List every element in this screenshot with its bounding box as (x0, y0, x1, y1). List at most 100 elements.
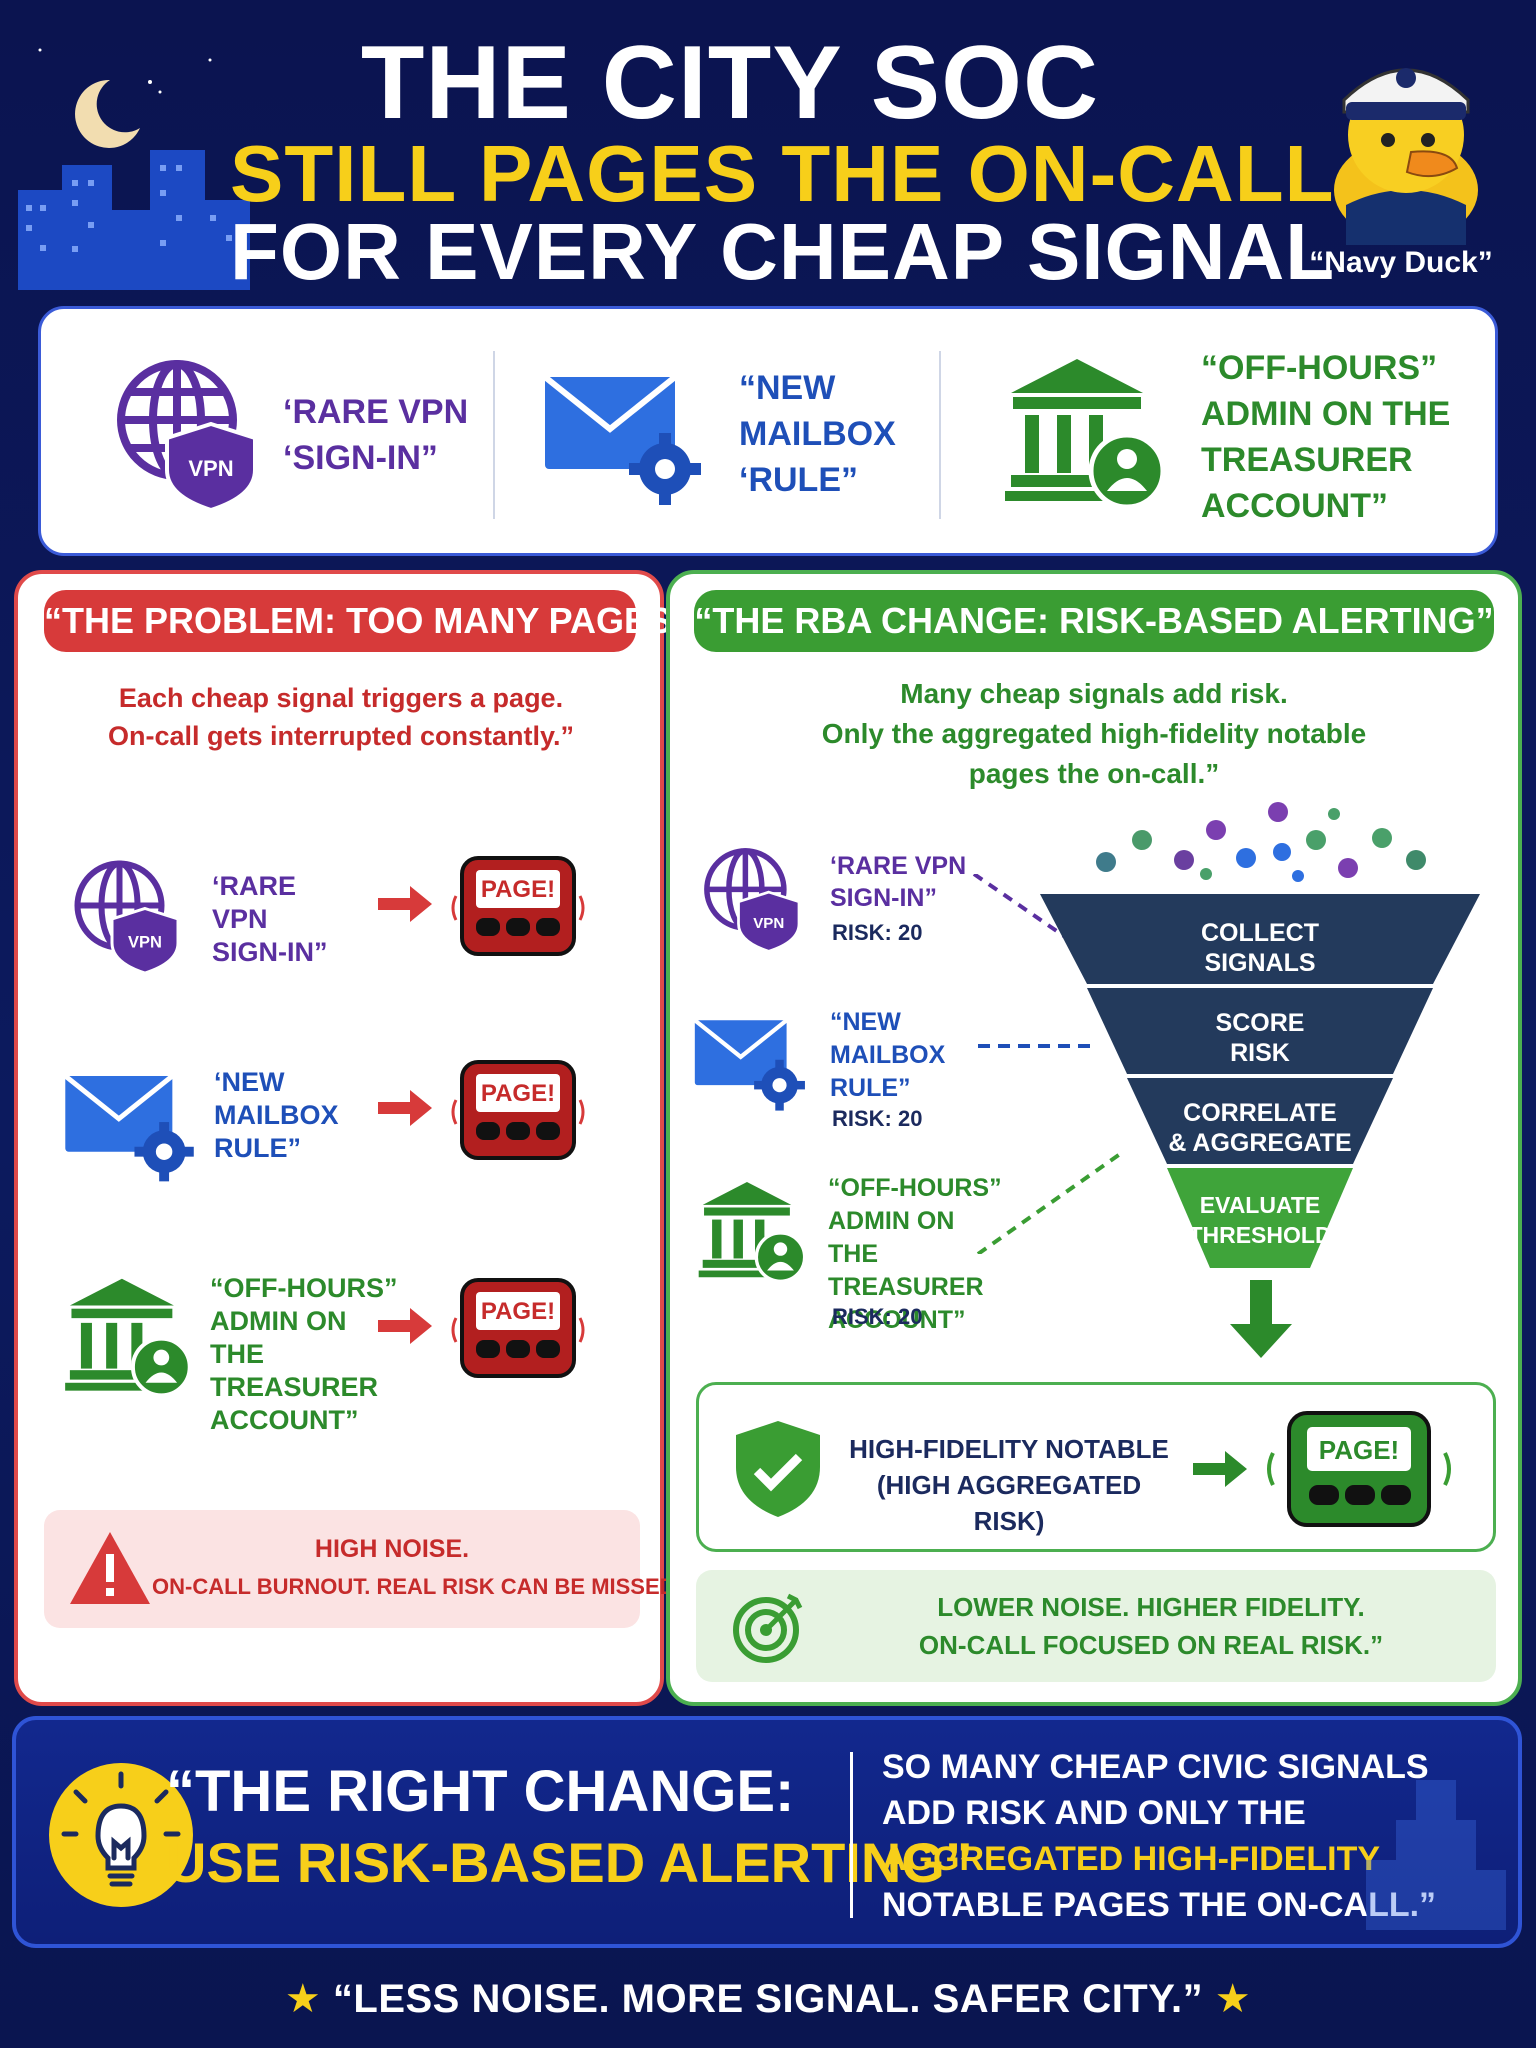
rba-panel: “THE RBA CHANGE: RISK-BASED ALERTING” Ma… (666, 570, 1522, 1706)
globe-vpn-icon: VPN (117, 360, 257, 513)
pager-icon: PAGE! (448, 1060, 588, 1160)
footer-tagline: ★ “LESS NOISE. MORE SIGNAL. SAFER CITY.”… (0, 1976, 1536, 2022)
rba-row-label: ACCOUNT” (828, 1306, 966, 1334)
star-icon: ★ (1214, 1977, 1252, 2021)
mail-gear-icon (693, 1018, 805, 1111)
rba-subtitle-2: Only the aggregated high-fidelity notabl… (821, 718, 1367, 749)
city-hall-icon (1366, 1780, 1506, 1930)
risk-score: RISK: 20 (832, 1304, 923, 1329)
rba-heading: “THE RBA CHANGE: RISK-BASED ALERTING” (694, 590, 1494, 652)
tagline-text: “LESS NOISE. MORE SIGNAL. SAFER CITY.” (332, 1977, 1204, 2021)
pager-icon: PAGE! (448, 1278, 588, 1378)
summary-line-1: SO MANY CHEAP CIVIC SIGNALS (882, 1748, 1429, 1786)
warning-triangle-icon (70, 1532, 150, 1604)
funnel-label-3: CORRELATE& AGGREGATE (1168, 1099, 1352, 1157)
duck-sailor-icon (1334, 68, 1478, 245)
night-skyline-icon (18, 48, 250, 290)
result-line-2: ON-CALL FOCUSED ON REAL RISK.” (918, 1630, 1384, 1660)
problem-heading: “THE PROBLEM: TOO MANY PAGES” (44, 590, 690, 652)
notable-box: HIGH-FIDELITY NOTABLE (HIGH AGGREGATED R… (696, 1382, 1496, 1552)
title-line-1: THE CITY SOC (360, 25, 1100, 141)
quote-line-2: USE RISK-BASED ALERTING” (166, 1831, 973, 1894)
risk-funnel (1040, 894, 1480, 1268)
problem-panel: “THE PROBLEM: TOO MANY PAGES” Each cheap… (14, 570, 693, 1706)
summary-line-4: NOTABLE PAGES THE ON-CALL.” (882, 1886, 1437, 1924)
bank-user-icon (65, 1278, 192, 1398)
problem-row-label: ‘RARE VPN (212, 871, 297, 934)
globe-vpn-icon: VPN (704, 848, 801, 953)
rba-row-label: THE TREASURER (828, 1240, 984, 1301)
signal-label-vpn: ‘RARE VPN ‘SIGN-IN” (283, 393, 469, 477)
rba-subtitle-3: pages the on-call.” (968, 758, 1220, 789)
problem-row-label: ADMIN ON (210, 1306, 347, 1336)
funnel-stage-score (1087, 988, 1433, 1074)
divider (850, 1752, 853, 1918)
problem-row-label: MAILBOX (214, 1100, 339, 1130)
arrow-right-icon (1193, 1451, 1247, 1487)
rba-row-label: ADMIN ON (828, 1207, 955, 1235)
signals-card: VPN ‘RARE VPN ‘SIGN-IN” “NEW MAILBOX ‘RU… (38, 306, 1498, 556)
arrow-right-icon (378, 1308, 432, 1344)
pager-icon: PAGE! (448, 856, 588, 956)
warning-line-2: ON-CALL BURNOUT. REAL RISK CAN BE MISSED… (152, 1574, 693, 1599)
problem-subtitle-2: On-call gets interrupted constantly.” (107, 721, 575, 751)
bank-user-icon (1005, 359, 1166, 510)
target-icon (733, 1593, 803, 1663)
summary-line-2: ADD RISK AND ONLY THE (882, 1794, 1306, 1832)
divider (939, 351, 941, 519)
warning-line-1: HIGH NOISE. (314, 1535, 470, 1563)
summary-line-3: AGGREGATED HIGH-FIDELITY (882, 1840, 1381, 1878)
warning-note: HIGH NOISE. ON-CALL BURNOUT. REAL RISK C… (44, 1510, 693, 1628)
rba-row-label: SIGN-IN” (830, 884, 937, 912)
signal-label-off-hours: “OFF-HOURS” ADMIN ON THE TREASURER ACCOU… (1201, 349, 1451, 525)
risk-score: RISK: 20 (832, 920, 923, 945)
svg-text:VPN: VPN (753, 915, 784, 932)
divider (493, 351, 495, 519)
mail-gear-icon (543, 374, 701, 505)
problem-row-label: “OFF-HOURS” (210, 1273, 398, 1303)
pager-text: PAGE! (1318, 1435, 1400, 1465)
arrow-right-icon (378, 1090, 432, 1126)
notable-line-2: (HIGH AGGREGATED RISK) (876, 1470, 1142, 1536)
quote-line-1: “THE RIGHT CHANGE: (166, 1759, 795, 1824)
problem-row-label: THE TREASURER (210, 1339, 379, 1402)
lightbulb-icon (49, 1763, 193, 1907)
signal-particles (1096, 802, 1426, 882)
problem-row-label: RULE” (214, 1133, 301, 1163)
title-line-3: FOR EVERY CHEAP SIGNAL (230, 207, 1336, 296)
conclusion-band: “THE RIGHT CHANGE: USE RISK-BASED ALERTI… (12, 1716, 1522, 1948)
shield-check-icon (736, 1421, 820, 1517)
star-icon: ★ (284, 1977, 322, 2021)
bank-user-icon (698, 1182, 807, 1283)
funnel-stage-correlate (1127, 1078, 1393, 1164)
problem-row-label: ACCOUNT” (210, 1405, 359, 1435)
pager-icon: PAGE! (1259, 1407, 1459, 1531)
funnel-stage-evaluate (1167, 1168, 1353, 1268)
rba-row-label: RULE” (830, 1074, 911, 1102)
rba-subtitle-1: Many cheap signals add risk. (900, 678, 1288, 709)
arrow-right-icon (378, 886, 432, 922)
rba-row-label: “OFF-HOURS” (828, 1174, 1002, 1202)
signal-label-mailbox: “NEW MAILBOX ‘RULE” (739, 369, 896, 499)
problem-row-label: ‘NEW (214, 1067, 285, 1097)
problem-subtitle-1: Each cheap signal triggers a page. (118, 683, 564, 713)
arrow-down-icon (1230, 1280, 1292, 1358)
mail-gear-icon (63, 1074, 194, 1182)
result-line-1: LOWER NOISE. HIGHER FIDELITY. (937, 1592, 1365, 1622)
problem-row-label: SIGN-IN” (212, 937, 328, 967)
svg-text:VPN: VPN (128, 934, 162, 952)
rba-row-label: ‘RARE VPN (830, 852, 967, 880)
mascot-name: “Navy Duck” (1309, 246, 1493, 279)
moon-icon (75, 79, 140, 148)
result-note: LOWER NOISE. HIGHER FIDELITY. ON-CALL FO… (696, 1570, 1496, 1682)
vpn-badge: VPN (188, 456, 233, 481)
pager-text: PAGE! (480, 1298, 556, 1325)
title-line-2: STILL PAGES THE ON-CALL (230, 129, 1335, 218)
risk-score: RISK: 20 (832, 1106, 923, 1131)
rba-row-label: “NEW (830, 1008, 901, 1036)
notable-line-1: HIGH-FIDELITY NOTABLE (849, 1434, 1169, 1464)
